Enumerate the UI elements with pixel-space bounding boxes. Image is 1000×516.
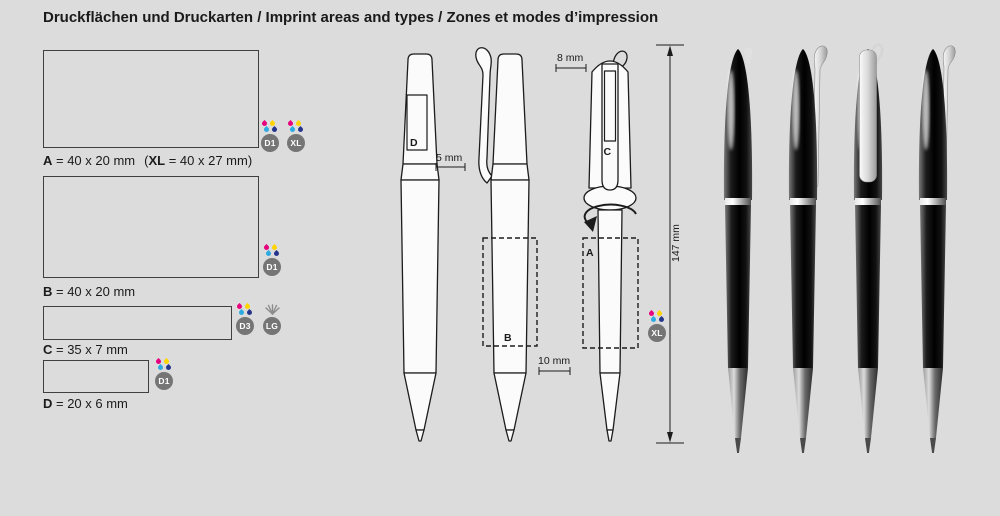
zone-label-c: C	[604, 146, 612, 158]
badge-d1-area-b: D1	[260, 243, 284, 276]
badge-circle: D1	[155, 372, 173, 390]
pen-photo-2	[789, 45, 828, 453]
badge-d1-area-d: D1	[152, 357, 176, 390]
page-title: Druckflächen und Druckarten / Imprint ar…	[43, 9, 659, 26]
badge-circle: D1	[263, 258, 281, 276]
badge-xl-zone-a: XL	[645, 309, 669, 342]
area-label-c: C = 35 x 7 mm	[43, 342, 128, 357]
badge-circle: XL	[287, 134, 305, 152]
area-name-a: A	[43, 153, 53, 168]
area-name-d: D	[43, 396, 53, 411]
area-label-b: B = 40 x 20 mm	[43, 284, 135, 299]
pen-technical-drawing: D B C A 5 mm 8 mm 10 mm 147 mm	[400, 44, 684, 444]
pen-drawing-front	[583, 50, 637, 442]
area-label-d: D = 20 x 6 mm	[43, 396, 128, 411]
area-dims-c: = 35 x 7 mm	[52, 342, 128, 357]
rotation-arrow-icon	[583, 203, 637, 232]
pen-clip-front	[859, 49, 877, 183]
cmyk-drops-icon	[235, 302, 254, 317]
badge-d1-area-a: D1	[258, 119, 282, 152]
print-area-box-d	[43, 360, 149, 393]
pen-clip-edge	[744, 47, 753, 65]
badge-lg-area-c: LG	[260, 304, 284, 335]
badge-circle: LG	[263, 317, 281, 335]
pen-product-photos	[700, 43, 956, 470]
area-name-b: B	[43, 284, 53, 299]
area-dims-b: = 40 x 20 mm	[52, 284, 136, 299]
dim-label-8mm: 8 mm	[557, 52, 584, 64]
cmyk-drops-icon	[154, 357, 173, 372]
cmyk-drops-icon	[260, 119, 279, 134]
pen-drawing-capped-side	[400, 53, 440, 442]
area-dims-d: = 20 x 6 mm	[52, 396, 128, 411]
area-xl-prefix: (	[144, 153, 149, 168]
pen-drawing-clip-side	[475, 47, 530, 442]
dimension-lines	[435, 44, 684, 444]
area-xl-dims: = 40 x 27 mm)	[165, 153, 253, 168]
zone-label-b: B	[504, 332, 512, 344]
badge-circle: D1	[261, 134, 279, 152]
pen-photo-3	[854, 43, 884, 453]
print-zone-b-rect	[482, 237, 538, 347]
print-zone-c-rect	[603, 70, 617, 142]
dimension-arrow-top	[667, 45, 673, 56]
print-area-box-c	[43, 306, 232, 340]
clip-front	[601, 63, 619, 191]
pen-photo-1	[724, 47, 753, 453]
area-xl-name: XL	[148, 153, 166, 168]
print-zone-d-rect	[406, 94, 428, 151]
badge-xl-area-a: XL	[284, 119, 308, 152]
area-dims-a: = 40 x 20 mm	[52, 153, 136, 168]
area-name-c: C	[43, 342, 53, 357]
cmyk-drops-icon	[262, 243, 281, 258]
print-area-box-a	[43, 50, 259, 148]
dim-label-147mm: 147 mm	[670, 224, 682, 262]
badge-circle: D3	[236, 317, 254, 335]
laser-engraving-icon	[264, 304, 280, 315]
zone-label-a: A	[586, 247, 594, 259]
badge-circle: XL	[648, 324, 666, 342]
zone-label-d: D	[410, 137, 418, 149]
cmyk-drops-icon	[286, 119, 305, 134]
badge-d3-area-c: D3	[233, 302, 257, 335]
pen-clip-outline	[475, 47, 493, 184]
pen-photo-4	[919, 45, 956, 453]
pen-clip-loop	[870, 43, 884, 65]
dim-label-5mm: 5 mm	[436, 152, 463, 164]
dimension-arrow-bottom	[667, 432, 673, 443]
print-zone-a-rect	[582, 237, 639, 349]
dim-label-10mm: 10 mm	[538, 355, 570, 367]
print-area-box-b	[43, 176, 259, 278]
area-label-a: A = 40 x 20 mm (XL = 40 x 27 mm)	[43, 153, 252, 168]
